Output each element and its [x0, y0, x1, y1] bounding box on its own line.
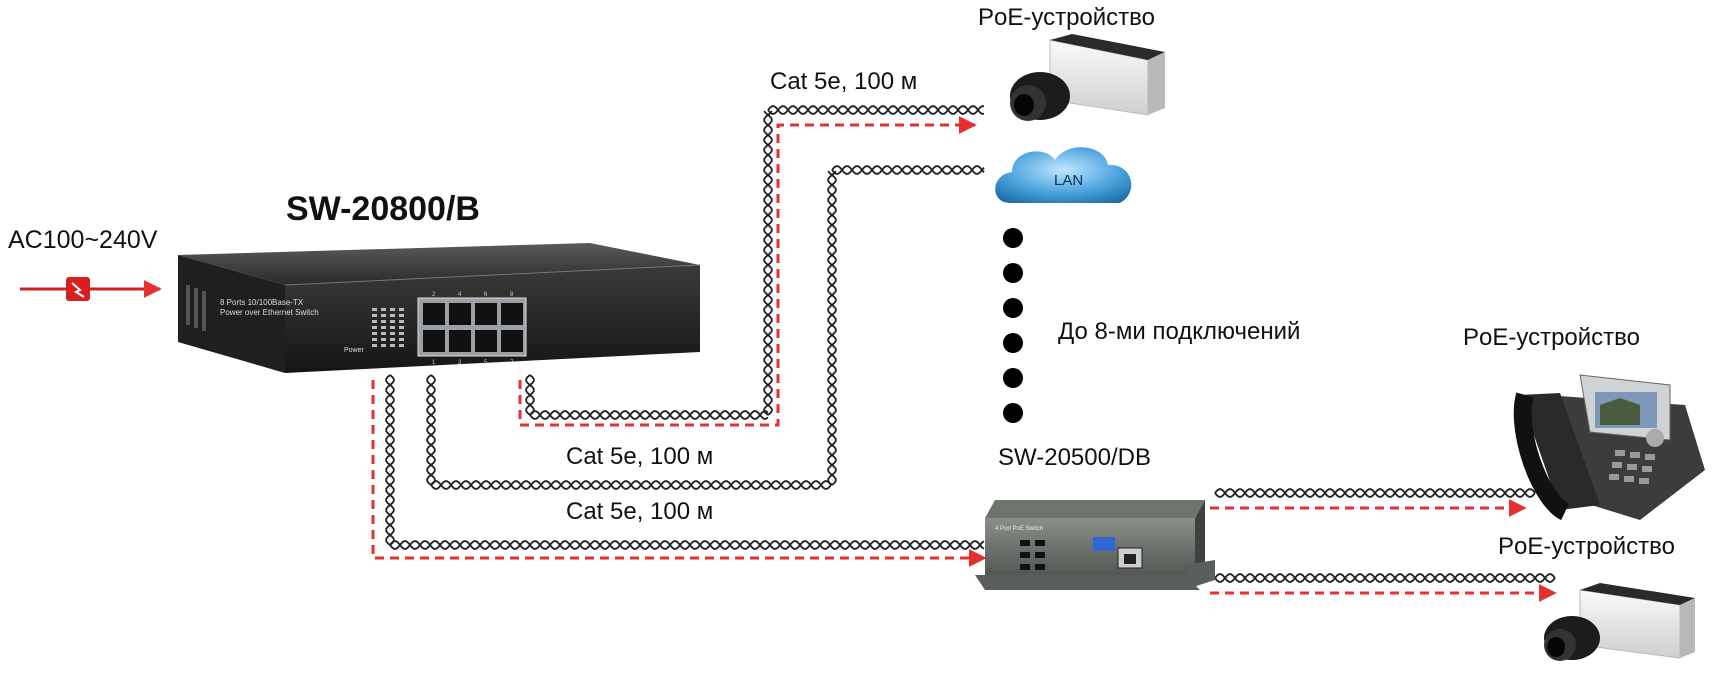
main-switch-device: 8 Ports 10/100Base-TX Power over Etherne… [178, 243, 701, 373]
rj45-port [501, 303, 523, 325]
port-number-label: 6 [484, 292, 488, 298]
status-led [381, 332, 386, 335]
cable-bottom-camera [1214, 573, 1556, 583]
status-led [399, 332, 404, 335]
lan-cloud-icon [995, 147, 1132, 203]
status-led [390, 332, 395, 335]
lan-label: LAN [1054, 172, 1084, 189]
cable-sub-switch [385, 374, 395, 546]
poe-line-top-camera [518, 116, 977, 427]
status-led [372, 332, 377, 335]
ac-power-input [20, 277, 162, 301]
cable-sub-switch [389, 540, 985, 550]
port-number-label: 4 [458, 292, 462, 298]
status-led [381, 308, 386, 311]
svg-text:Power over Ethernet Switch: Power over Ethernet Switch [220, 308, 319, 317]
cable-lan [827, 170, 837, 486]
cable-phone [1214, 488, 1536, 498]
ellipsis-dot [1003, 228, 1023, 248]
poe-line-sub-switch [371, 380, 987, 567]
cable-bottom-label: Cat 5e, 100 м [566, 498, 714, 525]
status-led [381, 344, 386, 347]
status-led [390, 314, 395, 317]
rj45-port [475, 330, 497, 352]
rj45-port [475, 303, 497, 325]
main-switch-model-label: SW-20800/B [286, 190, 480, 228]
status-led [399, 326, 404, 329]
status-led [381, 320, 386, 323]
camera-bottom-icon [1544, 583, 1695, 661]
cable-sub-switch [385, 374, 395, 546]
poe-power-lines [371, 116, 1557, 602]
sub-switch-device: 4 Port PoE Switch [975, 500, 1215, 590]
status-led [390, 338, 395, 341]
port-number-label: 3 [458, 360, 462, 366]
status-led [399, 320, 404, 323]
cable-top-label: Cat 5e, 100 м [770, 68, 918, 95]
cable-lan [426, 374, 436, 486]
port-number-label: 1 [432, 360, 436, 366]
cable-lan [831, 165, 985, 175]
svg-text:8 Ports 10/100Base-TX: 8 Ports 10/100Base-TX [220, 298, 304, 307]
status-led [399, 308, 404, 311]
cable-top-camera [525, 374, 535, 416]
status-led [372, 338, 377, 341]
status-led [381, 338, 386, 341]
status-led [381, 314, 386, 317]
status-led [372, 326, 377, 329]
port-number-label: 8 [510, 292, 514, 298]
cable-lan [827, 170, 837, 486]
connections-note: До 8-ми подключений [1058, 318, 1301, 345]
cable-top-camera [763, 110, 773, 416]
port-number-label: 2 [432, 292, 436, 298]
ellipsis-dot [1003, 403, 1023, 423]
cable-top-camera [767, 105, 984, 115]
cable-top-camera [763, 110, 773, 416]
status-led [399, 344, 404, 347]
sub-switch-model-label: SW-20500/DB [998, 444, 1151, 471]
status-led [372, 314, 377, 317]
status-led [390, 308, 395, 311]
status-led [372, 344, 377, 347]
status-led [390, 326, 395, 329]
phone-label: PoE-устройство [1463, 324, 1640, 351]
cable-lan [831, 165, 985, 175]
svg-text:Power: Power [344, 347, 365, 354]
camera-top-label: PoE-устройство [978, 4, 1155, 31]
twisted-cables [385, 105, 1556, 583]
camera-bottom-label: PoE-устройство [1498, 533, 1675, 560]
rj45-port [449, 303, 471, 325]
ellipsis-dot [1003, 368, 1023, 388]
port-number-label: 7 [510, 360, 514, 366]
ac-power-label: AC100~240V [8, 226, 158, 254]
ellipsis-dot [1003, 298, 1023, 318]
rj45-port [501, 330, 523, 352]
rj45-port [423, 330, 445, 352]
status-led [381, 326, 386, 329]
cable-middle-label: Cat 5e, 100 м [566, 443, 714, 470]
status-led [372, 320, 377, 323]
cable-sub-switch [389, 540, 985, 550]
svg-text:4 Port PoE Switch: 4 Port PoE Switch [995, 526, 1043, 532]
status-led [390, 344, 395, 347]
port-number-label: 5 [484, 360, 488, 366]
ip-phone-icon [1513, 374, 1705, 521]
status-led [399, 314, 404, 317]
main-switch-ports: 2 4 6 8 1 3 5 7 [417, 292, 527, 366]
rj45-port [449, 330, 471, 352]
cable-lan [430, 480, 832, 490]
rj45-port [423, 303, 445, 325]
status-led [372, 308, 377, 311]
cable-lan [426, 374, 436, 486]
ellipsis-dot [1003, 263, 1023, 283]
status-led [390, 320, 395, 323]
camera-top-icon [1010, 34, 1165, 121]
ellipsis-dot [1003, 333, 1023, 353]
status-led [399, 338, 404, 341]
cable-top-camera [529, 410, 769, 420]
